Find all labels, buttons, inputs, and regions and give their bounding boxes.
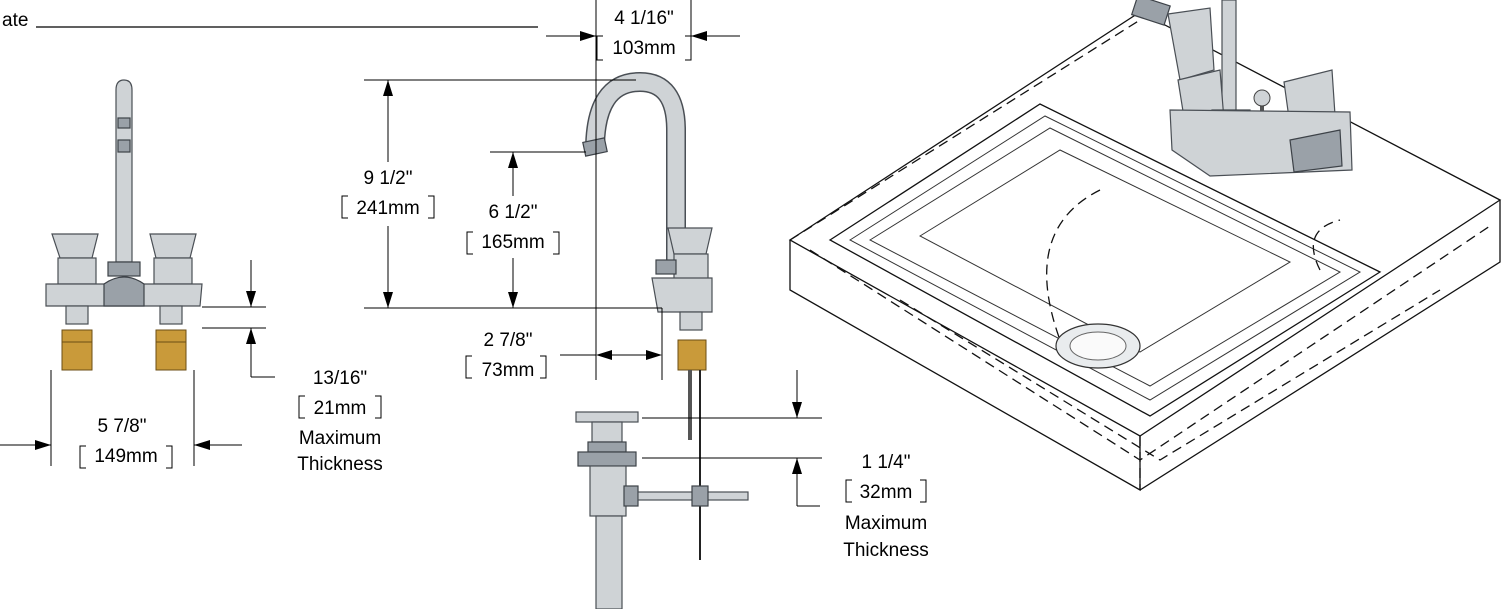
setback-mm-label: 73mm <box>482 360 535 381</box>
date-label: ate <box>2 10 28 31</box>
spout-height-mm-label: 241mm <box>356 198 419 219</box>
deck-thickness-note-1: Maximum <box>299 428 381 449</box>
dimension-spout-height: 9 1/2" 241mm <box>341 79 662 309</box>
outlet-height-inch-label: 6 1/2" <box>488 202 537 223</box>
centers-inch-label: 5 7/8" <box>97 416 146 437</box>
dimension-setback: 2 7/8" 73mm <box>465 308 663 381</box>
centers-mm-label: 149mm <box>94 446 157 467</box>
sink-isometric-view <box>788 0 1502 492</box>
drain-assembly <box>575 411 749 610</box>
spout-height-inch-label: 9 1/2" <box>363 168 412 189</box>
dimension-spout-reach: 4 1/16" 103mm <box>546 0 740 380</box>
spout-reach-mm-label: 103mm <box>612 38 675 59</box>
drain-thickness-inch-label: 1 1/4" <box>861 452 910 473</box>
dimension-drain-thickness: 1 1/4" 32mm Maximum Thickness <box>642 370 929 561</box>
dimension-centers: 5 7/8" 149mm <box>0 370 242 469</box>
date-field: ate <box>2 10 538 31</box>
outlet-height-mm-label: 165mm <box>481 232 544 253</box>
spout-reach-inch-label: 4 1/16" <box>614 8 674 29</box>
dimension-outlet-height: 6 1/2" 165mm <box>466 151 586 308</box>
drain-thickness-note-1: Maximum <box>845 513 927 534</box>
drain-thickness-note-2: Thickness <box>843 540 929 561</box>
deck-thickness-mm-label: 21mm <box>314 398 367 419</box>
dimension-deck-thickness: 13/16" 21mm Maximum Thickness <box>202 260 383 475</box>
deck-thickness-inch-label: 13/16" <box>313 368 367 389</box>
deck-thickness-note-2: Thickness <box>297 454 383 475</box>
drain-thickness-mm-label: 32mm <box>860 482 913 503</box>
faucet-side-view <box>582 71 713 560</box>
faucet-front-view <box>45 79 203 371</box>
setback-inch-label: 2 7/8" <box>483 330 532 351</box>
